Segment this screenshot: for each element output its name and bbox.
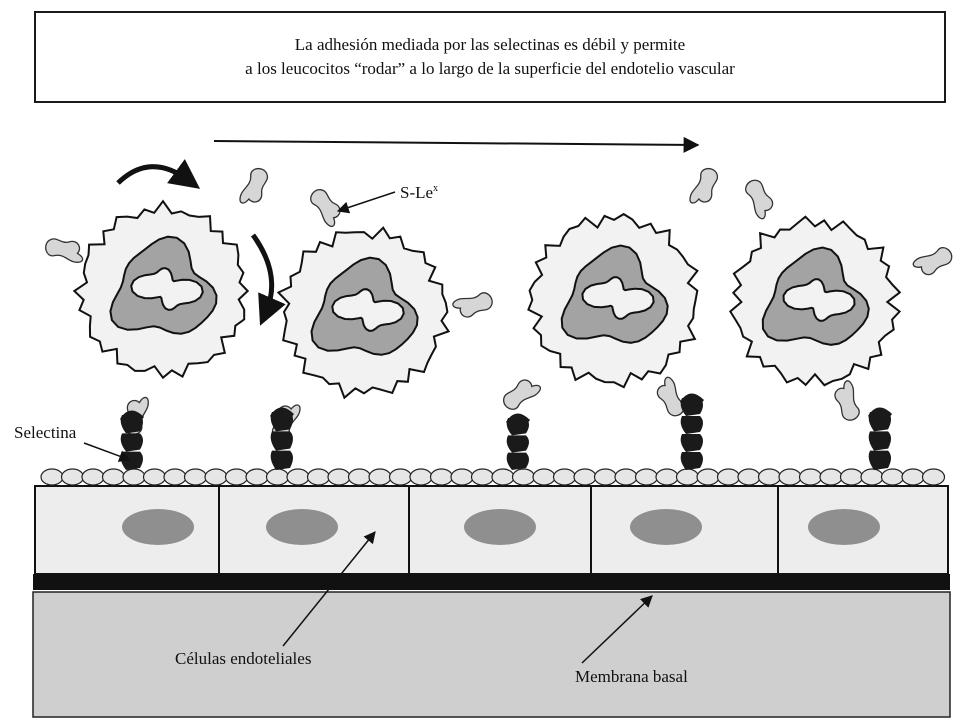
glycocalyx-oval <box>716 468 741 486</box>
sle-ligand <box>503 379 542 410</box>
glycocalyx-oval <box>634 468 659 486</box>
glycocalyx-oval <box>163 468 187 486</box>
rotation-arrow-side <box>250 233 286 326</box>
endothelial-nucleus <box>122 509 194 545</box>
nucleus-lobe-gap <box>581 276 655 320</box>
leukocyte <box>276 226 451 400</box>
glycocalyx-oval <box>901 468 925 486</box>
glycocalyx-oval <box>265 468 290 486</box>
rolling-direction-arrow <box>213 136 700 153</box>
selectin-molecule <box>680 393 704 470</box>
sle-pointer <box>336 191 396 214</box>
glycocalyx-oval <box>368 468 392 486</box>
glycocalyx-oval <box>40 468 64 486</box>
selectin-molecule <box>506 413 530 470</box>
glycocalyx-oval <box>60 468 85 486</box>
glycocalyx-oval <box>532 468 556 486</box>
glycocalyx-oval <box>101 468 126 486</box>
sle-ligand <box>310 189 341 228</box>
glycocalyx-oval <box>614 468 638 486</box>
caption-line-2: a los leucocitos “rodar” a lo largo de l… <box>245 59 735 78</box>
glycocalyx-oval <box>450 468 474 486</box>
basal-pointer <box>581 595 653 664</box>
glycocalyx-oval <box>696 468 720 486</box>
caption-box: La adhesión mediada por las selectinas e… <box>34 11 946 103</box>
glycocalyx-oval <box>860 468 884 486</box>
sle-ligand <box>834 380 860 421</box>
basal-label: Membrana basal <box>575 667 688 686</box>
glycocalyx-oval <box>921 468 946 486</box>
sle-label: S-Lex <box>400 183 438 202</box>
glycocalyx-oval <box>778 468 802 486</box>
sle-ligand <box>452 292 493 318</box>
endothelial-layer <box>34 485 949 575</box>
glycocalyx-oval <box>286 468 310 486</box>
glycocalyx-oval <box>306 468 331 486</box>
endothelial-nucleus <box>630 509 702 545</box>
rotation-arrow-top <box>116 159 201 189</box>
sle-ligand <box>45 238 84 263</box>
selectina-label: Selectina <box>14 423 77 442</box>
selectina-pointer <box>83 442 132 462</box>
glycocalyx-oval <box>798 468 823 486</box>
glycocalyx-oval <box>122 468 146 486</box>
leukocyte <box>72 199 250 380</box>
glycocalyx-oval <box>573 468 597 486</box>
nucleus-lobe-gap <box>130 267 204 311</box>
endothelial-pointer <box>282 531 376 647</box>
subendothelial-tissue <box>32 591 951 718</box>
glycocalyx-oval <box>819 468 843 486</box>
sle-ligand <box>689 168 719 204</box>
glycocalyx-oval <box>470 468 495 486</box>
glycocalyx-oval <box>81 468 105 486</box>
glycocalyx-oval <box>655 468 679 486</box>
glycocalyx-oval <box>347 468 372 486</box>
sle-ligand <box>745 179 774 220</box>
sle-ligand <box>656 376 685 417</box>
endothelial-surface-glycocalyx <box>40 468 946 486</box>
glycocalyx-oval <box>880 468 905 486</box>
glycocalyx-oval <box>142 468 167 486</box>
caption-line-1: La adhesión mediada por las selectinas e… <box>294 35 686 54</box>
endothelial-nucleus <box>464 509 536 545</box>
endothelial-cell <box>590 485 779 575</box>
selectin-molecule <box>868 407 892 470</box>
glycocalyx-oval <box>409 468 433 486</box>
nucleus-lobe-gap <box>331 288 405 332</box>
glycocalyx-oval <box>388 468 413 486</box>
glycocalyx-oval <box>757 468 782 486</box>
nucleus-lobe-gap <box>782 278 856 322</box>
selectin-molecule <box>120 410 144 470</box>
glycocalyx-oval <box>737 468 761 486</box>
glycocalyx-oval <box>204 468 228 486</box>
selectin-molecule <box>270 407 294 470</box>
glycocalyx-oval <box>245 468 269 486</box>
glycocalyx-oval <box>511 468 536 486</box>
endothelial-nucleus <box>266 509 338 545</box>
sle-ligand <box>912 247 953 276</box>
glycocalyx-oval <box>491 468 515 486</box>
glycocalyx-oval <box>429 468 454 486</box>
leukocyte <box>728 215 902 387</box>
glycocalyx-oval <box>675 468 700 486</box>
glycocalyx-oval <box>224 468 249 486</box>
glycocalyx-oval <box>183 468 208 486</box>
endothelial-nucleus <box>808 509 880 545</box>
endothelial-label: Células endoteliales <box>175 649 311 668</box>
glycocalyx-oval <box>552 468 577 486</box>
leukocytes <box>45 168 953 470</box>
basal-membrane <box>33 574 950 590</box>
glycocalyx-oval <box>327 468 351 486</box>
glycocalyx-oval <box>839 468 864 486</box>
sle-ligand <box>239 168 269 204</box>
leukocyte <box>527 212 699 389</box>
glycocalyx-oval <box>593 468 618 486</box>
